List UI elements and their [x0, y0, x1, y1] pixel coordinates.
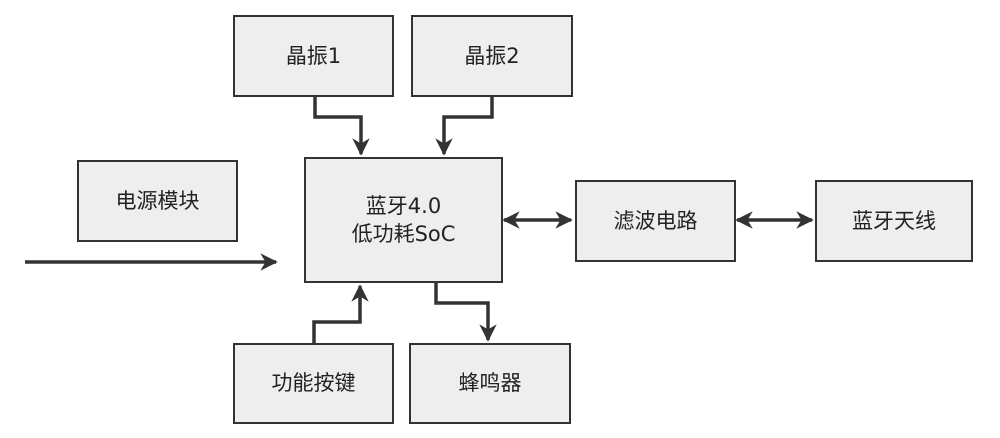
crystal1-label: 晶振1: [285, 43, 342, 68]
arrow-crystal2-to-soc: [435, 97, 494, 156]
soc-label-line2: 低功耗SoC: [351, 222, 456, 246]
filter-circuit-label: 滤波电路: [613, 208, 698, 233]
power-module-label: 电源模块: [115, 188, 200, 213]
crystal2-block: 晶振2: [411, 15, 573, 97]
buzzer-label: 蜂鸣器: [458, 371, 522, 396]
arrow-keys-to-soc: [312, 284, 369, 343]
crystal1-block: 晶振1: [233, 15, 394, 97]
antenna-label: 蓝牙天线: [852, 208, 936, 233]
buzzer-block: 蜂鸣器: [409, 343, 571, 424]
filter-circuit-block: 滤波电路: [575, 180, 736, 262]
power-module-block: 电源模块: [77, 160, 238, 242]
soc-label-line1: 蓝牙4.0: [365, 193, 442, 218]
function-keys-label: 功能按键: [271, 371, 356, 396]
soc-block: 蓝牙4.0 低功耗SoC: [304, 157, 503, 283]
arrow-crystal1-to-soc: [313, 97, 370, 156]
function-keys-block: 功能按键: [233, 343, 394, 424]
antenna-block: 蓝牙天线: [815, 180, 973, 262]
crystal2-label: 晶振2: [464, 43, 520, 68]
arrow-soc-to-buzzer: [434, 283, 497, 342]
